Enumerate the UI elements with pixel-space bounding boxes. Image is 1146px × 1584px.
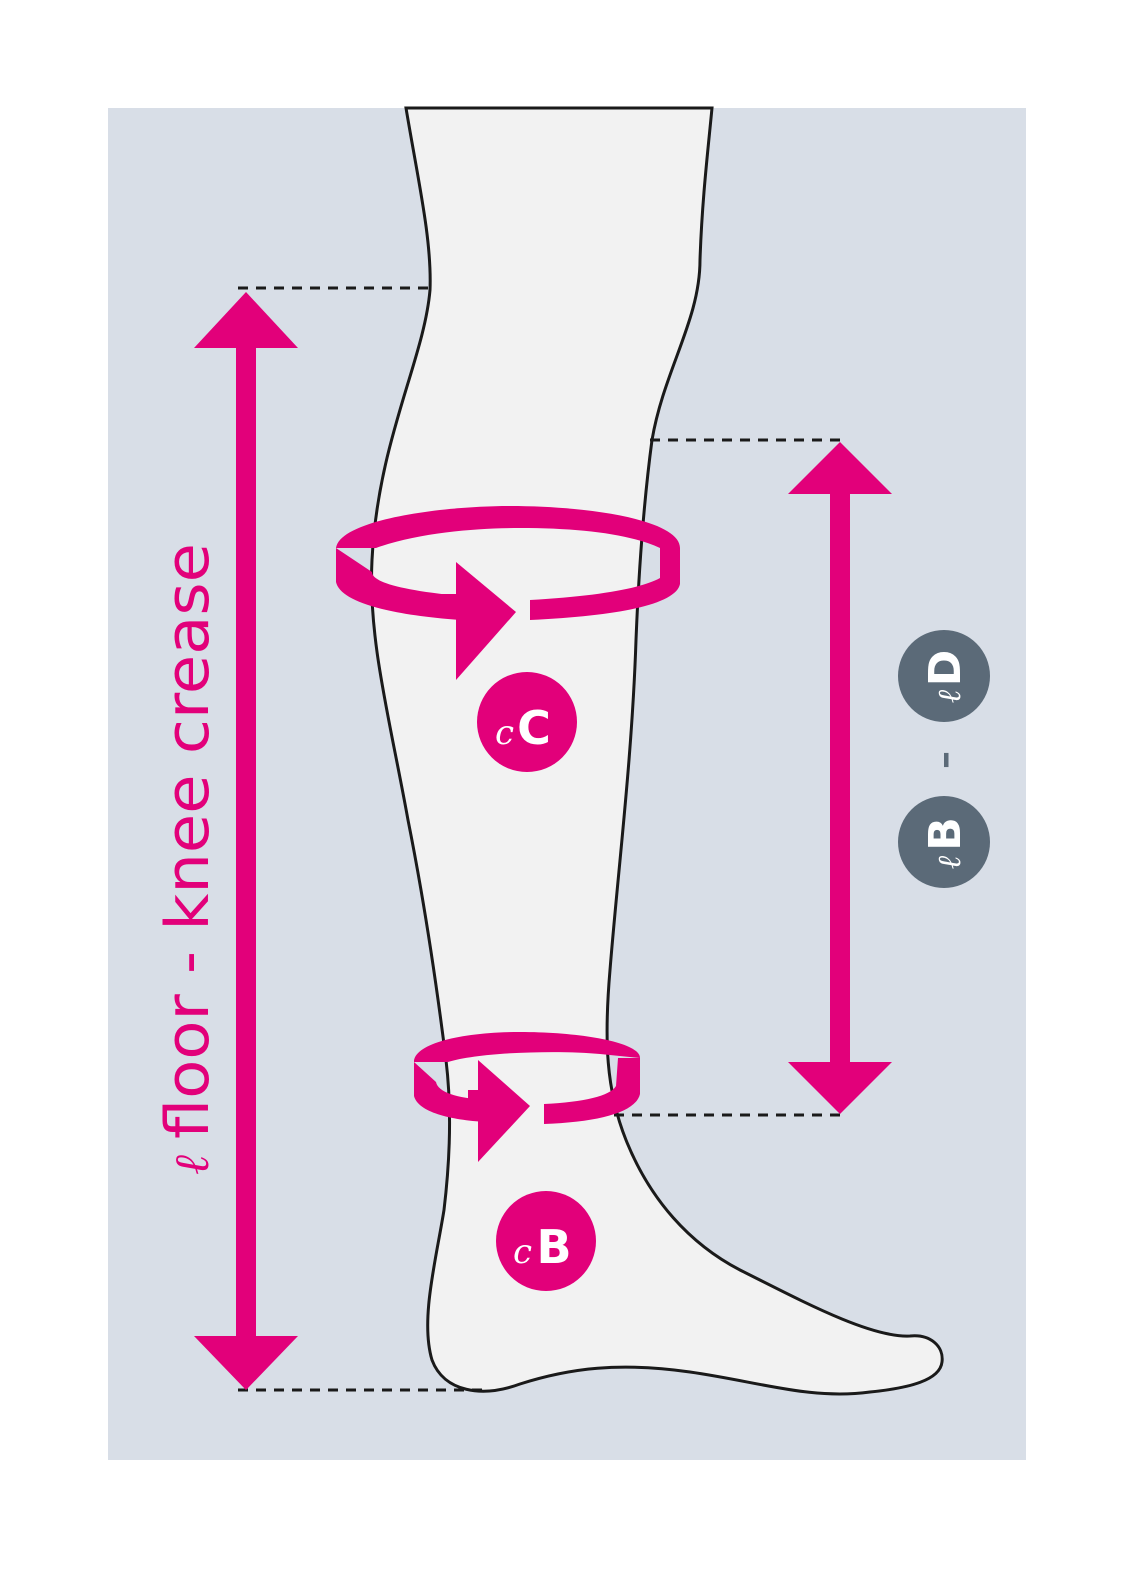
- calf-circumference-band: [336, 506, 680, 680]
- length-arrow-b-d: [788, 442, 892, 1114]
- leg-outline: [370, 106, 944, 1396]
- ankle-circumference-band: [414, 1032, 640, 1162]
- ankle-label-badge: c B: [496, 1191, 596, 1291]
- range-dash: –: [924, 751, 965, 769]
- length-label-text: floor - knee crease: [153, 543, 223, 1139]
- calf-label-letter: C: [517, 701, 551, 755]
- range-top-prefix: ℓ: [930, 689, 968, 703]
- calf-label-badge: c C: [477, 672, 577, 772]
- range-bottom-letter: B: [920, 817, 971, 851]
- length-arrow-floor-knee: [194, 292, 298, 1390]
- range-badge-top: [898, 630, 990, 722]
- calf-label-prefix: c: [495, 713, 514, 753]
- range-label-group: ℓ D – ℓ B: [898, 630, 990, 888]
- range-top-letter: D: [920, 650, 971, 687]
- ankle-label-letter: B: [536, 1220, 571, 1274]
- range-badge-bottom: [898, 796, 990, 888]
- ankle-label-prefix: c: [513, 1232, 532, 1272]
- range-bottom-prefix: ℓ: [930, 855, 968, 869]
- length-label-prefix: ℓ: [164, 1155, 220, 1175]
